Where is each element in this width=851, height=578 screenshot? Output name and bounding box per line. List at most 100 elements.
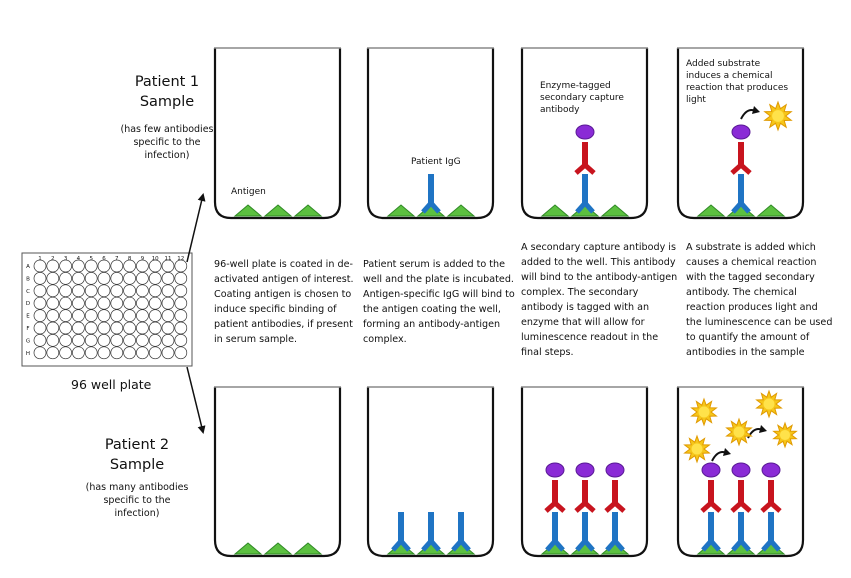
plate-well <box>123 309 136 322</box>
patient-igg-fab <box>451 538 471 552</box>
plate-row-label: B <box>26 276 30 282</box>
patient-igg-fab <box>391 538 411 552</box>
plate-well <box>97 259 111 273</box>
plate-well <box>123 346 136 360</box>
step3-line: final steps. <box>521 347 574 358</box>
plate-row-label: A <box>26 264 30 270</box>
plate-well <box>59 334 72 347</box>
plate-label: 96 well plate <box>71 377 152 392</box>
patient-igg-fab <box>605 538 625 552</box>
substrate-label-line3: reaction that produces <box>686 83 789 93</box>
plate-well <box>72 346 85 360</box>
plate-well <box>33 296 47 310</box>
step3-line: A secondary capture antibody is <box>521 242 676 253</box>
antigen-triangle <box>446 204 476 217</box>
enzyme-tag <box>575 462 595 478</box>
plate-well <box>33 346 47 360</box>
patient-igg-label: Patient IgG <box>411 157 461 167</box>
plate-row-label: E <box>26 314 30 320</box>
patient-igg-fab <box>545 538 565 552</box>
plate-well <box>84 346 98 360</box>
secondary-antibody-stem <box>582 480 588 504</box>
step1-line: 96-well plate is coated in de- <box>214 259 353 270</box>
plate-well <box>72 284 85 298</box>
plate-well <box>46 309 60 322</box>
patient-igg-stem <box>398 512 404 542</box>
plate-well <box>46 259 60 273</box>
secondary-antibody-stem <box>738 142 744 166</box>
plate-well <box>123 284 136 298</box>
secondary-antibody-stem <box>552 480 558 504</box>
plate-well <box>136 321 149 335</box>
secondary-antibody-stem <box>768 480 774 504</box>
well-tube <box>366 48 495 220</box>
antigen-label: Antigen <box>231 187 266 197</box>
antigen-triangle <box>540 204 570 217</box>
reaction-arrow-head <box>759 425 767 433</box>
plate-well <box>174 346 188 360</box>
plate-well <box>148 334 162 347</box>
patient-igg-stem <box>582 512 588 542</box>
patient2-note-line3: infection) <box>114 508 160 519</box>
patient2-note: (has many antibodies specific to the inf… <box>52 481 222 520</box>
plate-well <box>148 309 162 322</box>
plate-well <box>59 272 72 285</box>
antigen-triangle <box>293 542 323 555</box>
step4-line: causes a chemical reaction <box>686 257 817 268</box>
enzyme-label-line3: antibody <box>540 105 580 115</box>
plate-well <box>84 296 98 310</box>
enzyme-tag <box>731 124 751 140</box>
plate-well <box>148 321 162 335</box>
plate-well <box>84 321 98 335</box>
patient1-title: Patient 1 Sample <box>92 72 242 112</box>
enzyme-label-line1: Enzyme-tagged <box>540 81 611 91</box>
plate-well <box>84 259 98 273</box>
patient-igg-stem <box>708 512 714 542</box>
plate-well <box>59 284 72 298</box>
antigen-triangle <box>233 204 263 217</box>
plate-well <box>97 309 111 322</box>
plate-well <box>123 296 136 310</box>
step3-line: complex. The secondary <box>521 287 639 298</box>
patient-igg-fab <box>575 200 595 214</box>
plate-well <box>161 296 175 310</box>
antigen-triangle <box>263 542 293 555</box>
plate-well <box>59 321 72 335</box>
enzyme-tag <box>761 462 781 478</box>
plate-well <box>72 334 85 347</box>
plate-well <box>136 334 149 347</box>
secondary-antibody-fab <box>730 500 752 513</box>
well-tube <box>520 48 649 220</box>
plate-well <box>33 272 47 285</box>
step2-line: Patient serum is added to the <box>363 259 506 270</box>
arrow-to-patient1 <box>186 193 206 263</box>
substrate-label-line1: Added substrate <box>686 59 761 69</box>
patient-igg-stem <box>458 512 464 542</box>
plate-well <box>161 321 175 335</box>
plate-well <box>110 334 124 347</box>
plate-row-label: D <box>26 301 30 307</box>
enzyme-tag <box>575 124 595 140</box>
plate-well <box>161 309 175 322</box>
substrate-label: Added substrate induces a chemical react… <box>686 58 788 106</box>
plate-well <box>72 309 85 322</box>
plate-column-label: 4 <box>77 256 81 262</box>
reaction-arrow-head <box>752 106 760 114</box>
plate-well <box>33 259 47 273</box>
plate-well <box>136 272 149 285</box>
antigen-triangle <box>263 204 293 217</box>
plate-well <box>59 296 72 310</box>
patient-igg-stem <box>582 174 588 204</box>
patient1-title-line1: Patient 1 <box>134 74 200 90</box>
plate-well <box>174 321 188 335</box>
plate-column-label: 10 <box>152 256 159 262</box>
enzyme-label: Enzyme-tagged secondary capture antibody <box>540 80 624 116</box>
plate-well <box>174 284 188 298</box>
secondary-antibody-fab <box>760 500 782 513</box>
plate-well <box>148 296 162 310</box>
patient2-note-line1: (has many antibodies <box>85 482 189 493</box>
step4-line: to quantify the amount of <box>686 332 810 343</box>
plate-well <box>59 309 72 322</box>
substrate-label-line4: light <box>686 95 706 105</box>
